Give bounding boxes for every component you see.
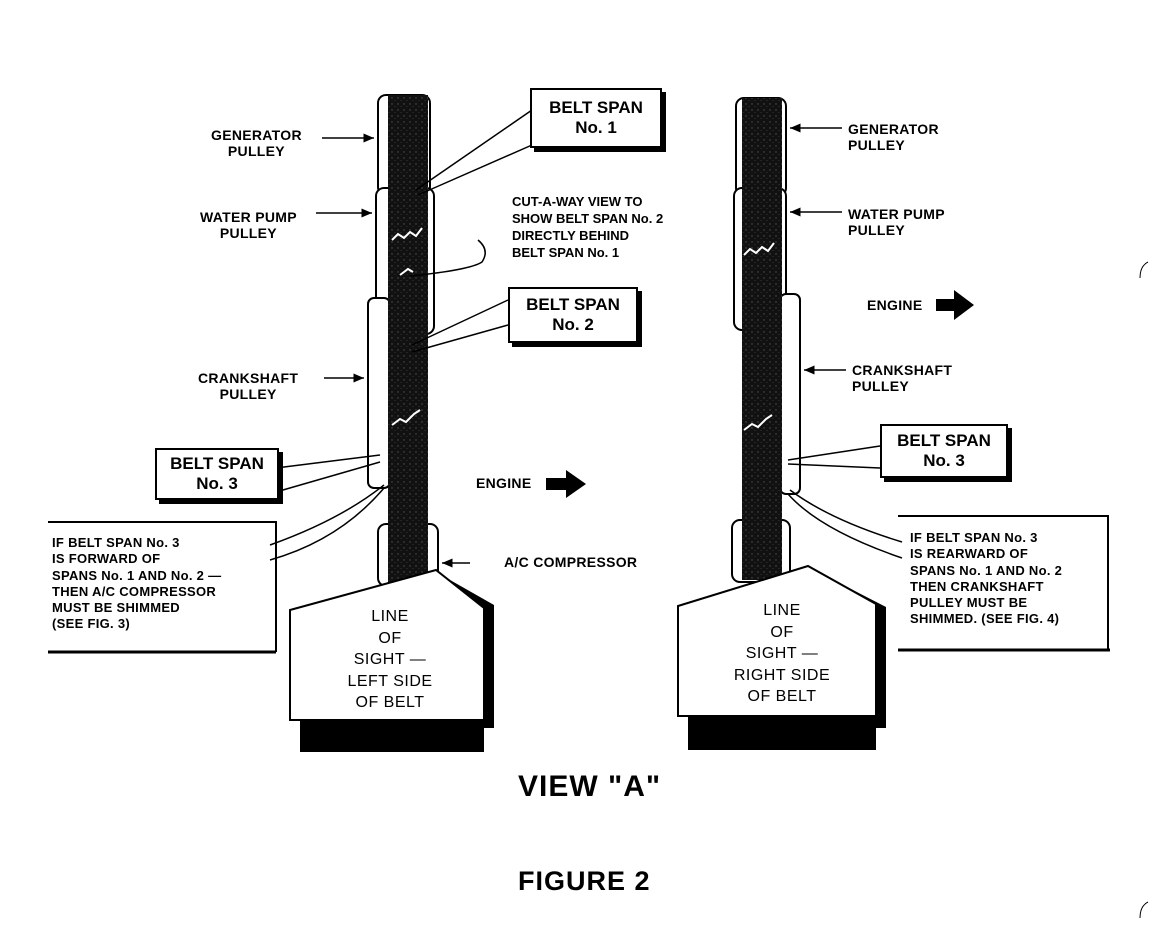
label-line: IS REARWARD OF [910, 546, 1029, 562]
right-engine-label: ENGINE [867, 297, 923, 313]
right-water-pump-pulley-label: WATER PUMP PULLEY [848, 206, 945, 238]
label-line: IF BELT SPAN No. 3 [910, 530, 1038, 545]
left-water-pump-pulley-label: WATER PUMP PULLEY [200, 209, 297, 241]
view-label: VIEW "A" [518, 770, 662, 803]
right-cutaway-mark-1 [743, 242, 775, 256]
label-line: No. 3 [196, 474, 238, 493]
label-line: OF [770, 623, 794, 641]
label-line: SIGHT — [353, 651, 427, 669]
label-line: (SEE FIG. 3) [52, 616, 131, 632]
left-belt-assembly [289, 94, 586, 752]
label-line: PULLEY [852, 378, 910, 395]
right-belt-span-3-box: BELT SPAN No. 3 [880, 424, 1008, 478]
figure-label: FIGURE 2 [518, 866, 651, 896]
right-generator-pulley-label: GENERATOR PULLEY [848, 121, 939, 153]
label-line: SHIMMED. (SEE FIG. 4) [910, 611, 1060, 627]
left-shim-note: IF BELT SPAN No. 3 IS FORWARD OF SPANS N… [52, 535, 221, 633]
left-note-frame [48, 521, 277, 652]
label-line: CUT-A-WAY VIEW TO [512, 194, 643, 209]
label-line: PULLEY [848, 222, 906, 239]
label-line: IS FORWARD OF [52, 551, 161, 567]
left-belt-span-1-box: BELT SPAN No. 1 [530, 88, 662, 148]
label-line: No. 2 [552, 315, 594, 334]
label-line: PULLEY [848, 137, 906, 154]
label-line: RIGHT SIDE [733, 666, 831, 684]
right-cutaway-mark-2 [743, 414, 773, 431]
label-line: LINE [763, 602, 801, 619]
left-generator-pulley-label: GENERATOR PULLEY [211, 127, 302, 159]
left-ac-compressor-label: A/C COMPRESSOR [504, 554, 638, 570]
label-line: BELT SPAN [549, 98, 643, 118]
left-cutaway-mark-2 [399, 267, 414, 276]
label-line: GENERATOR [848, 121, 939, 137]
label-line: IF BELT SPAN No. 3 [52, 535, 180, 550]
left-engine-label: ENGINE [476, 475, 532, 491]
label-line: SPANS No. 1 AND No. 2 — [52, 567, 222, 583]
label-line: THEN CRANKSHAFT [910, 578, 1044, 594]
label-line: PULLEY [219, 386, 277, 403]
label-line: GENERATOR [211, 127, 302, 143]
right-engine-arrow-icon [936, 290, 974, 320]
label-line: MUST BE SHIMMED [52, 600, 180, 615]
left-belt-span-3-box: BELT SPAN No. 3 [155, 448, 279, 500]
right-shim-note: IF BELT SPAN No. 3 IS REARWARD OF SPANS … [910, 530, 1062, 628]
label-line: BELT SPAN No. 1 [512, 244, 620, 260]
label-line: BELT SPAN [897, 431, 991, 451]
left-crankshaft-pulley-label: CRANKSHAFT PULLEY [198, 370, 298, 402]
label-line: SPANS No. 1 AND No. 2 [910, 562, 1063, 578]
label-line: WATER PUMP [200, 209, 297, 225]
left-cutaway-mark-1 [391, 227, 423, 241]
right-line-of-sight-text: LINE OF SIGHT — RIGHT SIDE OF BELT [722, 600, 842, 708]
left-line-of-sight-arrow [289, 568, 485, 721]
label-line: THEN A/C COMPRESSOR [52, 583, 217, 599]
right-line-of-sight-arrow [677, 564, 877, 717]
label-line: LEFT SIDE [347, 672, 433, 690]
label-line: CRANKSHAFT [198, 370, 299, 386]
label-line: BELT SPAN [526, 295, 620, 315]
label-line: No. 3 [923, 451, 965, 470]
left-belt-span-2-box: BELT SPAN No. 2 [508, 287, 638, 343]
label-line: SHOW BELT SPAN No. 2 [512, 210, 664, 226]
label-line: WATER PUMP [848, 206, 945, 222]
label-line: SIGHT — [745, 645, 819, 663]
left-leader-lines [269, 109, 533, 568]
label-line: LINE [371, 608, 409, 625]
left-cutaway-note: CUT-A-WAY VIEW TO SHOW BELT SPAN No. 2 D… [512, 194, 663, 262]
right-belt [742, 98, 782, 580]
right-crankshaft-pulley-label: CRANKSHAFT PULLEY [852, 362, 952, 394]
left-cutaway-mark-3 [391, 409, 421, 426]
label-line: PULLEY MUST BE [910, 595, 1028, 610]
page-mark-1 [1139, 261, 1149, 279]
label-line: No. 1 [575, 118, 617, 137]
label-line: OF BELT [355, 694, 425, 712]
label-line: PULLEY [227, 143, 285, 160]
right-leader-lines [787, 123, 903, 559]
label-line: DIRECTLY BEHIND [512, 227, 630, 243]
label-line: OF BELT [747, 688, 817, 706]
left-crankshaft-pulley [367, 297, 391, 489]
left-line-of-sight-text: LINE OF SIGHT — LEFT SIDE OF BELT [330, 606, 450, 714]
label-line: OF [378, 629, 402, 647]
page-mark-2 [1139, 901, 1149, 919]
right-belt-assembly [677, 97, 974, 750]
label-line: PULLEY [219, 225, 277, 242]
label-line: CRANKSHAFT [852, 362, 953, 378]
label-line: BELT SPAN [170, 454, 264, 474]
left-engine-arrow-icon [546, 470, 586, 498]
right-note-frame [898, 515, 1109, 650]
